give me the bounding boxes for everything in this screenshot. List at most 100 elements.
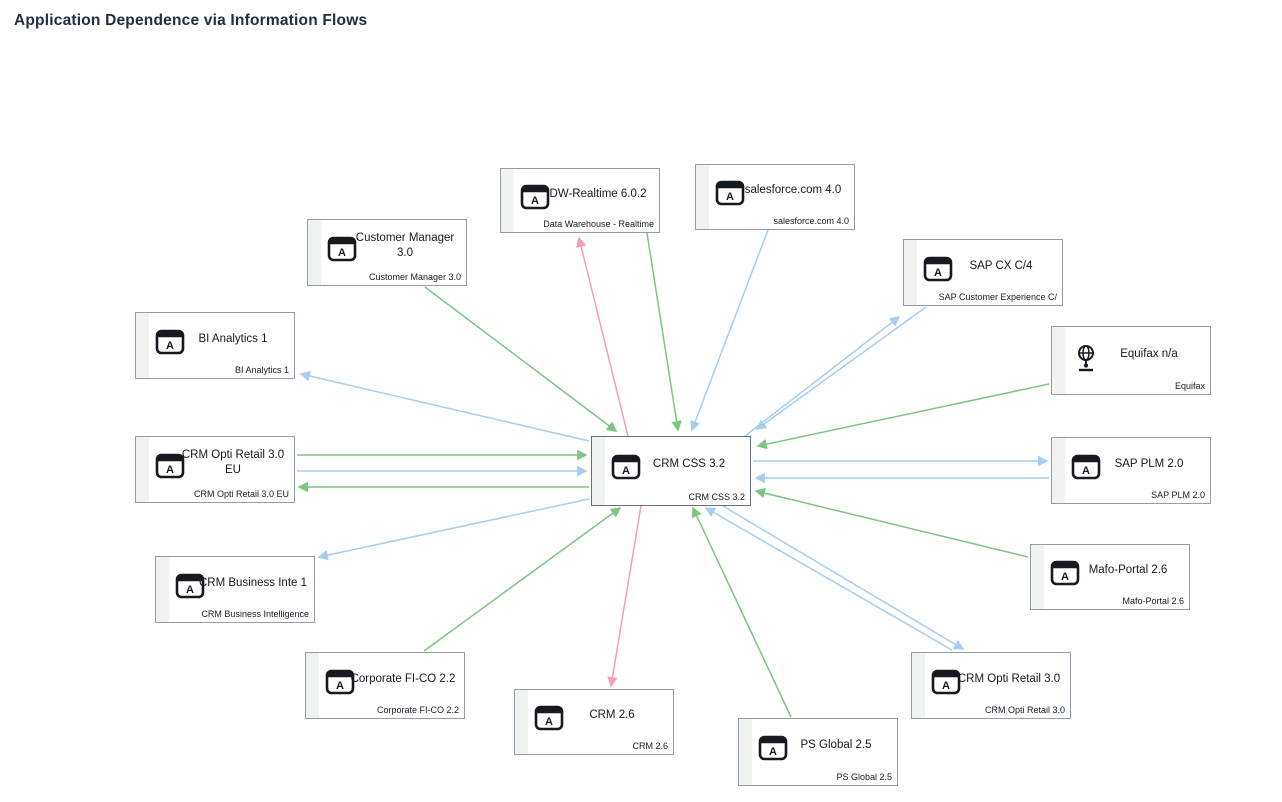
flow-edge-equifax-to-crm-css — [756, 383, 1050, 450]
svg-text:A: A — [336, 680, 344, 692]
node-ps-global[interactable]: A PS Global 2.5 PS Global 2.5 — [738, 718, 898, 786]
application-icon: A — [923, 256, 953, 281]
flow-edge-salesforce-to-crm-css — [690, 229, 769, 432]
svg-text:A: A — [942, 680, 950, 692]
application-icon: A — [155, 453, 185, 478]
node-label: PS Global 2.5 — [800, 739, 872, 752]
application-icon: A — [327, 236, 357, 261]
node-sublabel: CRM CSS 3.2 — [688, 492, 745, 502]
application-icon: A — [611, 454, 641, 482]
flow-edge-crm-css-to-crm-26 — [607, 505, 642, 688]
svg-text:A: A — [1061, 571, 1069, 583]
svg-text:A: A — [166, 464, 174, 476]
node-accent-strip — [136, 313, 149, 378]
svg-text:A: A — [726, 191, 734, 203]
node-label: Corporate FI-CO 2.2 — [350, 672, 456, 685]
node-accent-strip — [1052, 438, 1065, 503]
node-label: CRM CSS 3.2 — [652, 458, 726, 471]
svg-text:A: A — [545, 716, 553, 728]
node-sublabel: CRM Opti Retail 3.0 — [984, 705, 1065, 715]
node-sublabel: SAP PLM 2.0 — [1151, 490, 1205, 500]
node-label: BI Analytics 1 — [198, 332, 268, 345]
svg-text:A: A — [622, 465, 630, 477]
svg-text:A: A — [934, 267, 942, 279]
application-icon: A — [155, 329, 185, 357]
flow-edge-corporate-fico-to-crm-css — [423, 507, 622, 652]
svg-text:A: A — [531, 195, 539, 207]
application-icon: A — [758, 735, 788, 761]
application-icon: A — [520, 184, 550, 209]
node-label: Equifax n/a — [1120, 347, 1178, 360]
globe-icon — [1071, 344, 1101, 372]
flow-edge-ps-global-to-crm-css — [692, 506, 792, 718]
node-label: Customer Manager 3.0 — [355, 232, 455, 259]
application-icon: A — [1071, 454, 1101, 482]
application-icon: A — [611, 454, 641, 480]
application-icon: A — [715, 180, 745, 208]
node-crm-business-inte[interactable]: A CRM Business Inte 1 CRM Business Intelli… — [155, 556, 315, 623]
node-sublabel: SAP Customer Experience C/ — [938, 292, 1057, 302]
node-sublabel: Customer Manager 3.0 — [368, 272, 461, 282]
application-icon: A — [758, 735, 788, 763]
svg-text:A: A — [338, 247, 346, 259]
application-icon: A — [931, 669, 961, 694]
node-label: SAP CX C/4 — [969, 259, 1033, 272]
application-icon: A — [520, 184, 550, 212]
flow-edge-mafo-portal-to-crm-css — [754, 488, 1029, 558]
flow-edge-crm-opti-retail-to-crm-css — [704, 507, 953, 651]
application-icon: A — [325, 669, 355, 697]
application-icon: A — [534, 705, 564, 731]
flow-edge-crm-css-to-dw-realtime — [576, 236, 629, 437]
node-bi-analytics[interactable]: A BI Analytics 1 BI Analytics 1 — [135, 312, 295, 379]
node-sublabel: CRM Business Intelligence — [201, 609, 309, 619]
node-sublabel: Equifax — [1174, 381, 1205, 391]
node-sublabel: Mafo-Portal 2.6 — [1122, 596, 1184, 606]
node-label: CRM Business Inte 1 — [198, 576, 307, 589]
application-icon: A — [175, 573, 205, 598]
svg-text:A: A — [166, 340, 174, 352]
svg-text:A: A — [769, 746, 777, 758]
node-accent-strip — [904, 240, 917, 305]
application-icon: A — [1071, 454, 1101, 479]
node-crm-opti-retail-eu[interactable]: A CRM Opti Retail 3.0 EU CRM Opti Retail 3… — [135, 436, 295, 503]
flow-edge-dw-realtime-to-crm-css — [646, 232, 682, 432]
node-accent-strip — [308, 220, 321, 285]
node-accent-strip — [136, 437, 149, 502]
node-sublabel: BI Analytics 1 — [234, 365, 289, 375]
flow-edge-crm-css-to-sap-cx — [744, 316, 901, 437]
node-sublabel: Corporate FI-CO 2.2 — [376, 705, 459, 715]
svg-text:A: A — [186, 584, 194, 596]
node-accent-strip — [592, 437, 605, 505]
page-title: Application Dependence via Information F… — [14, 12, 368, 29]
node-sublabel: CRM Opti Retail 3.0 EU — [193, 489, 289, 499]
node-accent-strip — [501, 169, 514, 232]
node-label: CRM Opti Retail 3.0 — [957, 672, 1061, 685]
node-label: DW-Realtime 6.0.2 — [549, 187, 647, 200]
node-label: CRM Opti Retail 3.0 EU — [181, 449, 285, 476]
node-accent-strip — [912, 653, 925, 718]
node-sublabel: PS Global 2.5 — [836, 772, 892, 782]
globe-icon — [1078, 344, 1094, 371]
edge-group — [297, 229, 1050, 718]
flow-edge-sap-cx-to-crm-css — [755, 306, 927, 430]
application-icon: A — [1050, 560, 1080, 588]
node-label: salesforce.com 4.0 — [744, 184, 842, 197]
application-icon: A — [715, 180, 745, 206]
flow-edge-customer-manager-to-crm-css — [424, 286, 618, 432]
flow-edge-crm-css-to-crm-opti-retail — [722, 505, 965, 650]
node-label: Mafo-Portal 2.6 — [1088, 564, 1168, 577]
node-accent-strip — [515, 690, 528, 754]
